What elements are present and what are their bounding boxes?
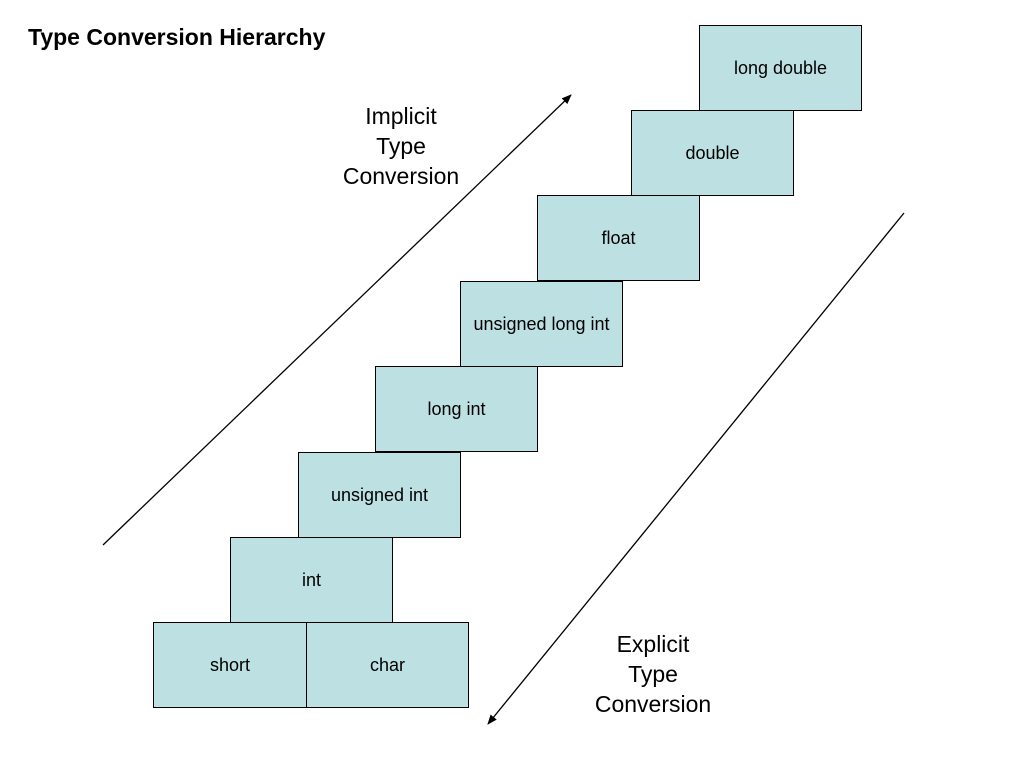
implicit-conversion-label: Implicit Type Conversion [311,101,491,191]
type-box-double: double [631,110,794,196]
page-title: Type Conversion Hierarchy [28,24,326,50]
explicit-label-line-1: Explicit [616,631,690,657]
type-box-unsigned-int: unsigned int [298,452,461,538]
type-box-unsigned-long-int: unsigned long int [460,281,623,367]
implicit-label-line-1: Implicit [365,103,437,129]
implicit-label-line-2: Type [376,133,426,159]
type-box-long-int: long int [375,366,538,452]
explicit-conversion-arrow [487,212,905,725]
implicit-label-line-3: Conversion [342,163,460,189]
type-box-short: short [153,622,307,708]
type-box-char: char [306,622,469,708]
type-box-float: float [537,195,700,281]
explicit-conversion-label: Explicit Type Conversion [563,629,743,719]
type-box-long-double: long double [699,25,862,111]
explicit-label-line-2: Type [628,661,678,687]
explicit-label-line-3: Conversion [594,691,712,717]
type-box-int: int [230,537,393,623]
implicit-conversion-arrow [102,94,572,546]
